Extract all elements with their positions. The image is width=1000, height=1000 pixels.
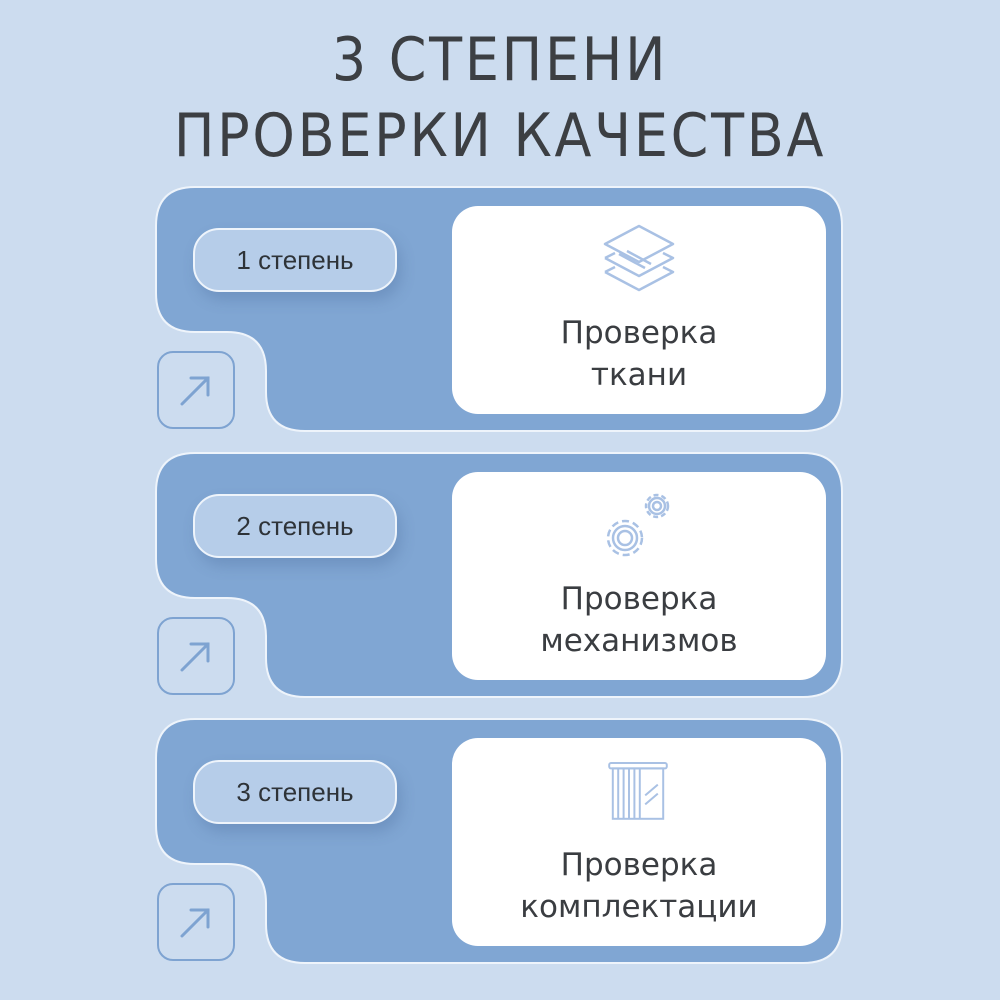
- stage-label: Проверка комплектации: [520, 847, 758, 925]
- stage-badge: 3 степень: [193, 760, 397, 824]
- title-line-2: ПРОВЕРКИ КАЧЕСТВА: [173, 101, 827, 171]
- gears-icon: [606, 493, 670, 557]
- stage-label: Проверка механизмов: [540, 581, 738, 659]
- arrow-up-right-icon[interactable]: [157, 617, 235, 695]
- stage-panel: Проверка комплектации: [452, 738, 826, 946]
- stage-card-2: 2 степень Проверка механизмов: [155, 452, 843, 698]
- stage-card-3: 3 степень Проверка комплектации: [155, 718, 843, 964]
- arrow-up-right-icon[interactable]: [157, 351, 235, 429]
- stage-card-1: 1 степень Проверка ткани: [155, 186, 843, 432]
- stage-badge: 1 степень: [193, 228, 397, 292]
- stage-panel: Проверка ткани: [452, 206, 826, 414]
- title-line-1: 3 СТЕПЕНИ: [331, 25, 669, 95]
- fabric-layers-icon: [603, 224, 675, 292]
- blinds-icon: [608, 762, 668, 820]
- page-title: 3 СТЕПЕНИ ПРОВЕРКИ КАЧЕСТВА: [0, 22, 1000, 174]
- stage-badge: 2 степень: [193, 494, 397, 558]
- stage-panel: Проверка механизмов: [452, 472, 826, 680]
- stage-label: Проверка ткани: [560, 315, 718, 393]
- arrow-up-right-icon[interactable]: [157, 883, 235, 961]
